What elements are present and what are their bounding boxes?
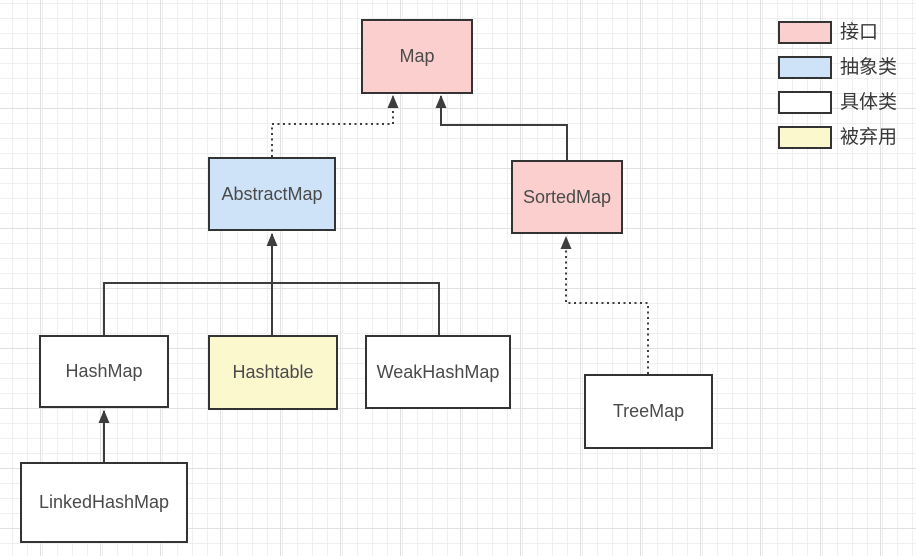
legend-item-concrete: 具体类: [778, 91, 897, 114]
legend-label-interface: 接口: [840, 22, 879, 43]
edge-treemap-to-sortedmap[interactable]: [560, 236, 649, 374]
node-sortedmap[interactable]: SortedMap: [511, 160, 623, 234]
legend-item-abstract: 抽象类: [778, 56, 897, 79]
node-map[interactable]: Map: [361, 19, 473, 94]
node-treemap[interactable]: TreeMap: [584, 374, 713, 449]
legend-item-deprecated: 被弃用: [778, 126, 897, 149]
legend-label-abstract: 抽象类: [840, 57, 898, 78]
legend-item-interface: 接口: [778, 21, 897, 44]
legend-swatch-concrete[interactable]: [778, 91, 832, 114]
node-hashmap[interactable]: HashMap: [39, 335, 169, 408]
node-linkedhashmap[interactable]: LinkedHashMap: [20, 462, 188, 543]
legend-swatch-deprecated[interactable]: [778, 126, 832, 149]
node-abstractmap[interactable]: AbstractMap: [208, 157, 336, 231]
legend-label-deprecated: 被弃用: [840, 127, 898, 148]
node-weakhashmap[interactable]: WeakHashMap: [365, 335, 511, 409]
legend-swatch-abstract[interactable]: [778, 56, 832, 79]
legend-label-concrete: 具体类: [840, 92, 898, 113]
legend-swatch-interface[interactable]: [778, 21, 832, 44]
legend: 接口抽象类具体类被弃用: [778, 21, 897, 161]
edge-sortedmap-to-map[interactable]: [435, 95, 568, 160]
edge-abstractmap-to-map[interactable]: [271, 95, 399, 157]
node-hashtable[interactable]: Hashtable: [208, 335, 338, 410]
